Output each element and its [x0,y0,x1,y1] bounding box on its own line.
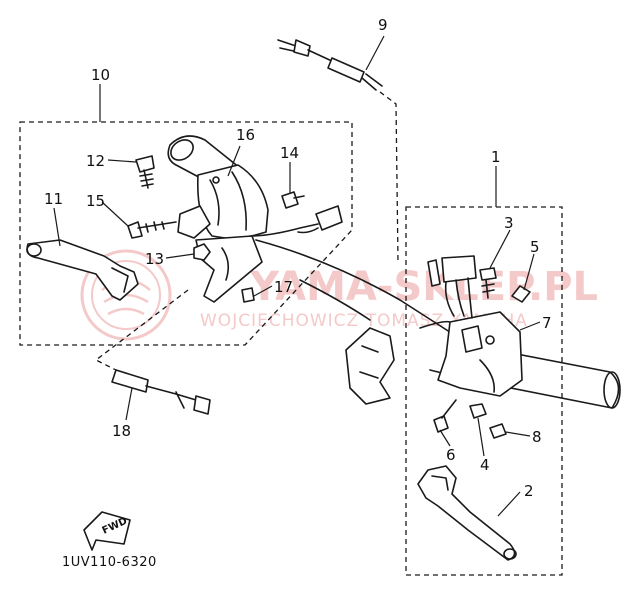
switch-wire-18 [94,289,211,415]
callout-6: 6 [446,446,456,464]
watermark-logo-icon [80,249,172,341]
screw-17 [241,287,255,303]
callout-4: 4 [480,456,490,474]
fwd-arrow-icon: FWD [83,511,131,551]
callout-7: 7 [542,314,552,332]
callout-10: 10 [91,66,110,84]
callout-2: 2 [524,482,534,500]
watermark-title: YAMA-SKLEP.PL [249,264,598,310]
callout-1: 1 [491,148,501,166]
leader-lines [53,35,541,517]
watermark: YAMA-SKLEP.PL WOJCIECHOWICZ TOMASZ YAMAH… [80,249,598,341]
screw-12 [135,155,155,189]
callout-16: 16 [236,126,255,144]
screw-5 [511,285,531,303]
nut-4 [469,403,487,419]
screw-14 [281,191,305,209]
callout-18: 18 [112,422,131,440]
group-box-1 [405,206,563,576]
left-lever-holder [177,164,343,303]
left-lever [26,239,139,301]
screw-3 [479,267,497,299]
right-lever-holder [419,311,523,397]
group-box-10 [19,121,353,346]
callout-3: 3 [504,214,514,232]
screw-8 [489,423,507,439]
nut-13 [193,243,211,261]
screw-6 [433,399,457,433]
callout-17: 17 [274,278,293,296]
callout-12: 12 [86,152,105,170]
callout-14: 14 [280,144,299,162]
screw-15 [127,221,177,239]
callout-9: 9 [378,16,388,34]
callout-11: 11 [44,190,63,208]
callout-5: 5 [530,238,540,256]
handlebar-tube [255,239,621,409]
connector-3 [427,255,477,319]
switch-wire-9 [277,39,399,263]
mount-bracket [345,327,395,405]
callout-8: 8 [532,428,542,446]
callout-13: 13 [145,250,164,268]
watermark-subtitle: WOJCIECHOWICZ TOMASZ YAMAHA [200,311,528,331]
part-code: 1UV110-6320 [62,555,157,570]
callout-15: 15 [86,192,105,210]
right-lever [417,465,517,561]
